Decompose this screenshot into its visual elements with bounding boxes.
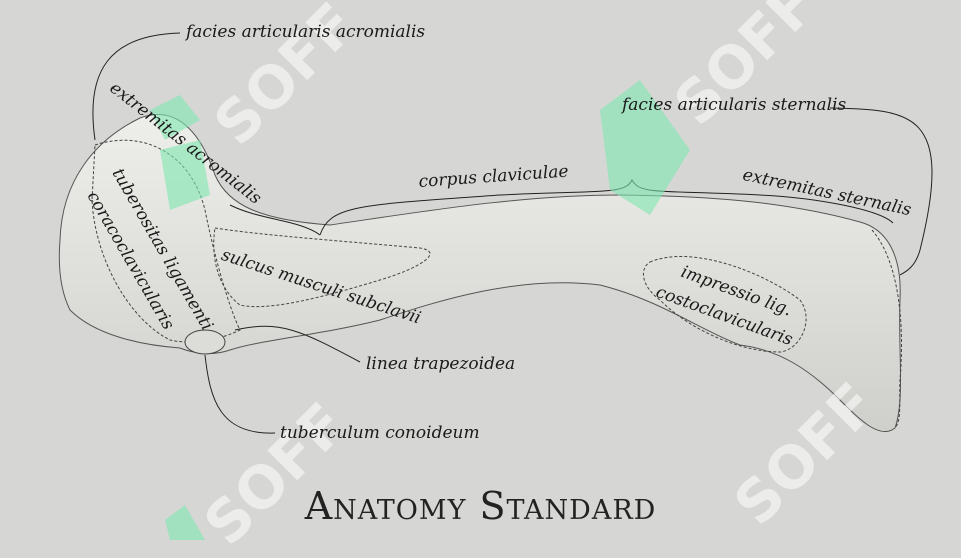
impressio-outline	[642, 255, 807, 353]
watermark-logo-shapes	[150, 80, 690, 540]
clavicle-diagram: SOFF SOFF SOFF SOFF facies articularis a…	[58, 0, 933, 558]
label-facies-articularis-acromialis: facies articularis acromialis	[186, 22, 426, 42]
brand-title: Anatomy Standard	[304, 484, 657, 528]
label-facies-articularis-sternalis: facies articularis sternalis	[622, 95, 847, 115]
clavicle-bone	[58, 114, 902, 433]
leader-linea	[234, 325, 361, 363]
leader-facies-sternalis	[829, 107, 933, 276]
tuberculum-conoideum-shape	[184, 329, 226, 355]
clavicle-illustration	[58, 32, 933, 540]
leader-facies-acromialis	[92, 32, 181, 141]
brace-acromial	[229, 204, 321, 236]
sulcus-outline	[213, 227, 431, 308]
label-tuberculum-conoideum: tuberculum conoideum	[280, 423, 480, 443]
leader-tuberculum	[204, 354, 276, 434]
label-linea-trapezoidea: linea trapezoidea	[366, 354, 516, 374]
tuberositas-outline	[91, 139, 241, 343]
sternal-facet-outline	[871, 229, 902, 429]
